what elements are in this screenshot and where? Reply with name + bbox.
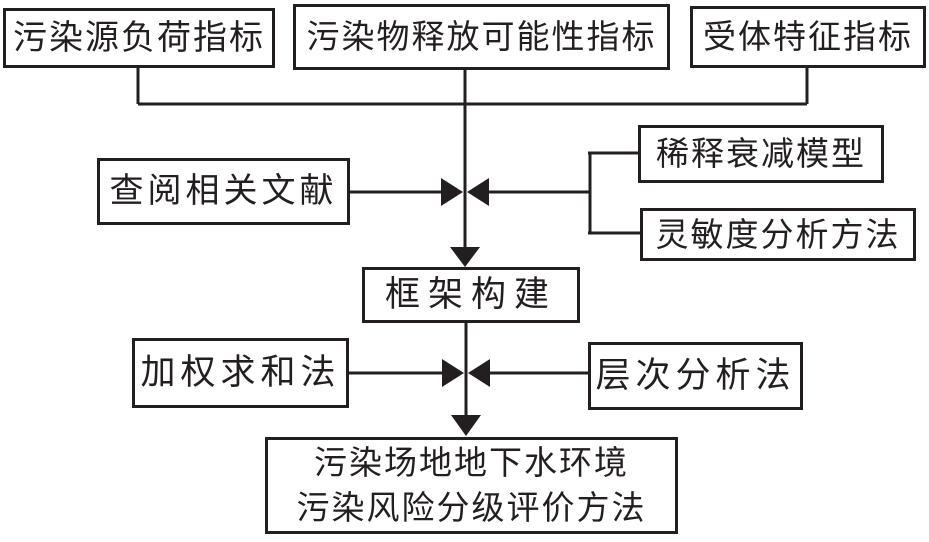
arrowhead-left-upper [467,178,489,206]
node-release-possibility-label: 污染物释放可能性指标 [306,17,657,57]
arrowhead-right-upper [441,178,463,206]
node-weighted-sum-method: 加权求和法 [132,338,349,408]
node-dilution-attenuation-model-label: 稀释衰减模型 [656,134,866,174]
node-weighted-sum-method-label: 加权求和法 [140,353,341,393]
node-literature-review: 查阅相关文献 [97,158,350,225]
node-framework-construction: 框架构建 [362,267,580,323]
node-result-method-line2: 污染风险分级评价方法 [296,487,647,527]
node-result-method-text: 污染场地地下水环境 污染风险分级评价方法 [297,441,647,530]
node-receptor-feature: 受体特征指标 [690,6,926,68]
node-result-method: 污染场地地下水环境 污染风险分级评价方法 [265,437,678,534]
node-ahp-method: 层次分析法 [588,342,803,410]
arrowhead-down-result [451,415,481,436]
node-sensitivity-analysis: 灵敏度分析方法 [640,208,916,261]
node-receptor-feature-label: 受体特征指标 [703,17,913,57]
arrowhead-down-framework [450,247,480,267]
node-source-load-label: 污染源负荷指标 [13,17,265,58]
node-result-method-line1: 污染场地地下水环境 [314,442,629,482]
node-framework-construction-label: 框架构建 [384,275,557,315]
node-literature-review-label: 查阅相关文献 [109,171,338,212]
arrowhead-left-lower [468,359,490,387]
arrowhead-right-lower [442,359,464,387]
node-source-load: 污染源负荷指标 [3,8,275,68]
node-sensitivity-analysis-label: 灵敏度分析方法 [655,214,901,254]
node-release-possibility: 污染物释放可能性指标 [293,4,670,70]
node-ahp-method-label: 层次分析法 [595,356,796,396]
node-dilution-attenuation-model: 稀释衰减模型 [638,125,884,183]
